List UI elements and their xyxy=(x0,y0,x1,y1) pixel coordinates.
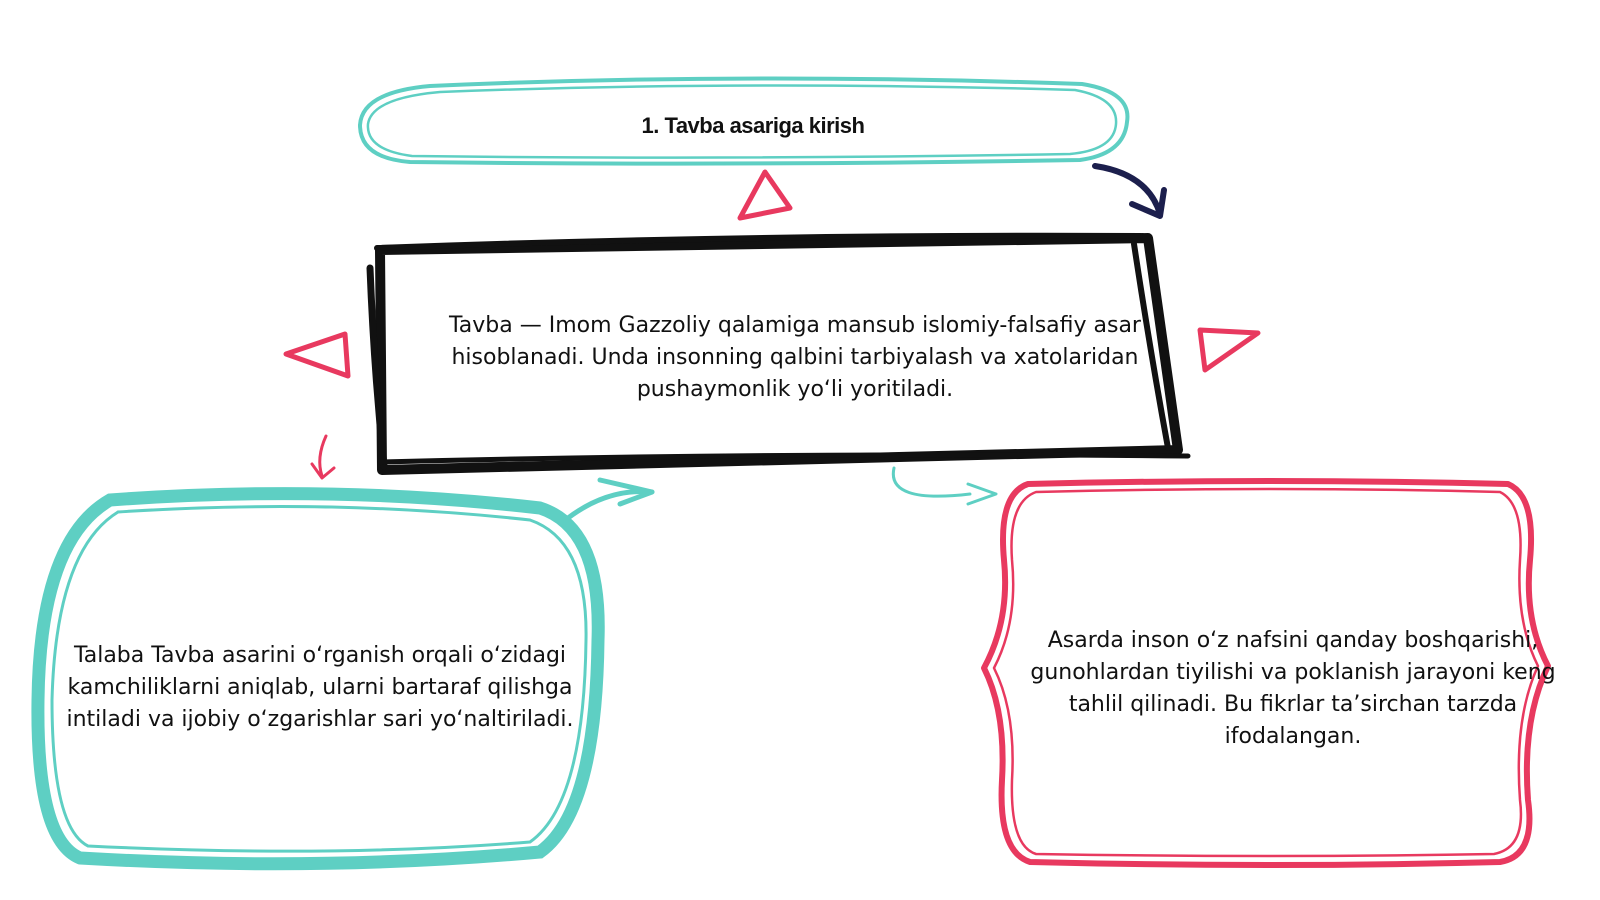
title-label: 1. Tavba asariga kirish xyxy=(641,113,865,138)
pink-arrow xyxy=(310,434,336,480)
triangle-top xyxy=(737,169,793,221)
left-box-text: Talaba Tavba asarini o‘rganish orqali o‘… xyxy=(66,643,574,732)
center-box-text: Tavba — Imom Gazzoliy qalamiga mansub is… xyxy=(449,313,1141,402)
pink-triangles xyxy=(283,169,1261,379)
right-box xyxy=(981,478,1551,868)
right-box-text: Asarda inson o‘z nafsini qanday boshqari… xyxy=(1030,628,1556,749)
teal-arrows xyxy=(565,466,998,521)
left-box xyxy=(31,487,605,871)
triangle-left xyxy=(283,331,351,379)
navy-arrow xyxy=(1092,163,1167,219)
teal-arrow-right xyxy=(891,466,972,498)
triangle-right xyxy=(1197,327,1261,373)
title-box xyxy=(357,76,1130,166)
center-box xyxy=(366,232,1191,475)
